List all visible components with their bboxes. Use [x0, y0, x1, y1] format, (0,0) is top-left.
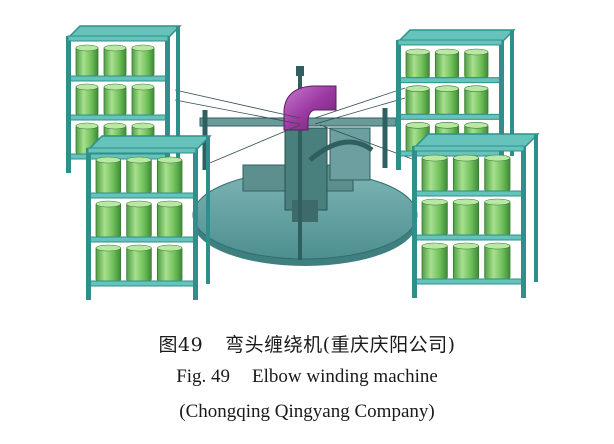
- creel-rack-back-right: [396, 29, 516, 170]
- yarn-spool: [131, 85, 155, 116]
- yarn-spool: [95, 246, 122, 282]
- fiber-strands: [174, 87, 416, 166]
- creel-racks: [66, 25, 540, 300]
- yarn-spool: [75, 46, 99, 77]
- yarn-spool: [126, 202, 152, 238]
- yarn-spool: [126, 246, 152, 282]
- yarn-spool: [421, 156, 448, 192]
- yarn-spool: [103, 46, 127, 77]
- yarn-spool: [484, 156, 511, 192]
- creel-rack-front-right: [412, 133, 540, 298]
- yarn-spool: [452, 244, 480, 280]
- yarn-spool: [156, 202, 183, 238]
- creel-rack-back-left: [66, 25, 182, 173]
- yarn-spool: [95, 202, 122, 238]
- yarn-spool: [75, 85, 99, 116]
- caption-chinese-label: 图49: [158, 334, 204, 356]
- caption-english-text: Elbow winding machine: [252, 366, 438, 387]
- elbow-pipe: [283, 85, 337, 131]
- yarn-spool: [484, 200, 511, 236]
- yarn-spool: [95, 158, 122, 194]
- elbow-winding-machine-figure: [66, 25, 540, 300]
- yarn-spool: [484, 244, 511, 280]
- yarn-spool: [421, 244, 448, 280]
- yarn-spool: [103, 85, 127, 116]
- yarn-spool: [452, 200, 480, 236]
- yarn-spool: [156, 246, 183, 282]
- yarn-spool: [156, 158, 183, 194]
- caption-chinese-text: 弯头缠绕机(重庆庆阳公司): [225, 334, 456, 356]
- yarn-spool: [421, 200, 448, 236]
- caption-english: Fig. 49 Elbow winding machine: [0, 366, 614, 388]
- caption-english-label: Fig. 49: [176, 366, 231, 387]
- yarn-spool: [126, 158, 152, 194]
- caption-chinese: 图49 弯头缠绕机(重庆庆阳公司): [0, 330, 614, 357]
- creel-rack-front-left: [86, 135, 212, 300]
- caption-company: (Chongqing Qingyang Company): [179, 401, 435, 422]
- yarn-spool: [452, 156, 480, 192]
- yarn-spool: [131, 46, 155, 77]
